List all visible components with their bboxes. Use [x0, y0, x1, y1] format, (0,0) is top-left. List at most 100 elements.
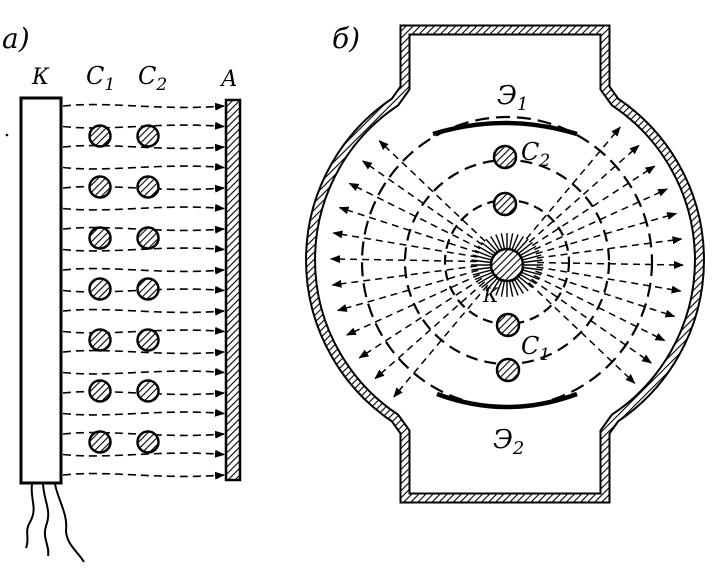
- tube-envelope: [307, 26, 703, 502]
- grid1-wire: [88, 124, 112, 148]
- cathode-spike: [519, 273, 537, 285]
- radial-field-line: [358, 277, 483, 359]
- field-line: [62, 389, 225, 398]
- anode-a: [224, 98, 242, 482]
- radial-field-line: [331, 265, 478, 288]
- cathode-spike: [485, 238, 499, 253]
- cathode-spike: [513, 278, 524, 294]
- field-line: [62, 266, 225, 275]
- cathode-spike: [472, 269, 492, 276]
- radial-field-line: [393, 284, 489, 398]
- field-line: [62, 285, 225, 294]
- radial-field-line: [525, 126, 621, 240]
- grid1-wire-top-b: [492, 191, 518, 217]
- radial-field-line: [536, 236, 683, 259]
- field-lines-a: [62, 102, 225, 480]
- radial-field-line: [348, 182, 481, 250]
- cathode-spike: [472, 254, 492, 261]
- cathode-spike: [508, 233, 514, 250]
- cathode-spike: [485, 277, 499, 292]
- radial-field-line: [345, 273, 481, 336]
- grid2-wire: [136, 379, 160, 403]
- radial-field-line: [528, 144, 640, 243]
- grid1-b-label: С1: [521, 332, 550, 365]
- cathode-spike: [490, 236, 501, 252]
- grid1-wire: [88, 277, 112, 301]
- grid1-wire: [88, 328, 112, 352]
- field-line: [62, 184, 225, 193]
- cathode-a: [19, 96, 63, 485]
- field-line: [62, 326, 225, 335]
- field-line: [62, 449, 225, 458]
- grid2-wire: [136, 226, 160, 250]
- cathode-spike: [522, 266, 543, 271]
- cathode-spike: [500, 233, 506, 250]
- panel-a: а) К С1 С2 А: [2, 22, 242, 563]
- radial-field-line: [362, 160, 483, 246]
- cathode-spike: [511, 234, 519, 251]
- radial-field-line: [531, 278, 652, 364]
- cathode-spike: [495, 234, 503, 251]
- cathode-b-label: К: [482, 283, 499, 307]
- grid2-wire: [136, 430, 160, 454]
- cathode-spike: [508, 280, 514, 297]
- cathode-spike: [520, 271, 540, 281]
- radial-field-line: [536, 266, 682, 294]
- cathode-spike: [515, 238, 529, 253]
- cathode-spike: [474, 271, 494, 281]
- cathode-spike: [513, 236, 524, 252]
- cathode-spike: [517, 275, 533, 289]
- cathode-spike: [520, 249, 540, 259]
- grid2-b-label: С2: [521, 138, 550, 171]
- radial-field-line: [535, 270, 676, 318]
- anode-a-label: А: [219, 67, 238, 92]
- cathode-spike: [495, 279, 503, 296]
- radial-field-line: [531, 165, 656, 247]
- field-line: [62, 203, 225, 212]
- cathode-spike: [511, 279, 519, 296]
- cathode-lead-1: [25, 483, 35, 549]
- cathode-lead-3: [54, 483, 85, 563]
- screen1-label: Э1: [497, 81, 528, 115]
- radial-field-line: [336, 269, 479, 312]
- cathode-lead-2: [42, 483, 50, 557]
- radial-field-line: [330, 255, 478, 264]
- cathode-spike: [481, 275, 497, 289]
- cathode-spike: [477, 245, 495, 257]
- cathode-spike: [474, 249, 494, 259]
- cathode-spikes: [471, 233, 543, 297]
- grid2-wire: [136, 328, 160, 352]
- screen-2: [436, 391, 578, 410]
- field-line: [62, 430, 225, 439]
- field-line: [62, 348, 225, 357]
- speck: [5, 133, 9, 137]
- field-line: [62, 408, 225, 417]
- cathode-spike: [471, 259, 492, 264]
- cathode-spike: [471, 266, 492, 271]
- radial-field-line: [332, 230, 478, 258]
- grid1-wire: [88, 226, 112, 250]
- grid2-wire: [136, 124, 160, 148]
- field-line: [62, 102, 225, 111]
- radial-field-line: [536, 260, 684, 269]
- cathode-spike: [519, 245, 537, 257]
- grid-wires-a: [88, 124, 160, 454]
- field-lines-b: [330, 126, 684, 398]
- field-line: [62, 121, 225, 130]
- grid1-wire: [88, 379, 112, 403]
- panel-b: б) Э1 Э2 С2 С1 К: [305, 22, 705, 504]
- cathode-spike: [522, 269, 542, 276]
- cathode-spike: [517, 241, 533, 255]
- field-line: [62, 367, 225, 376]
- panel-a-label: а): [2, 22, 30, 55]
- cathode-spike: [515, 277, 529, 292]
- cathode-spike: [522, 259, 543, 264]
- screen2-label: Э2: [493, 425, 524, 459]
- radial-field-line: [378, 140, 486, 242]
- field-line: [62, 471, 225, 480]
- grid2-wire-top-b: [492, 144, 518, 170]
- equipotential-outer: [360, 115, 654, 409]
- grid1-wire: [88, 430, 112, 454]
